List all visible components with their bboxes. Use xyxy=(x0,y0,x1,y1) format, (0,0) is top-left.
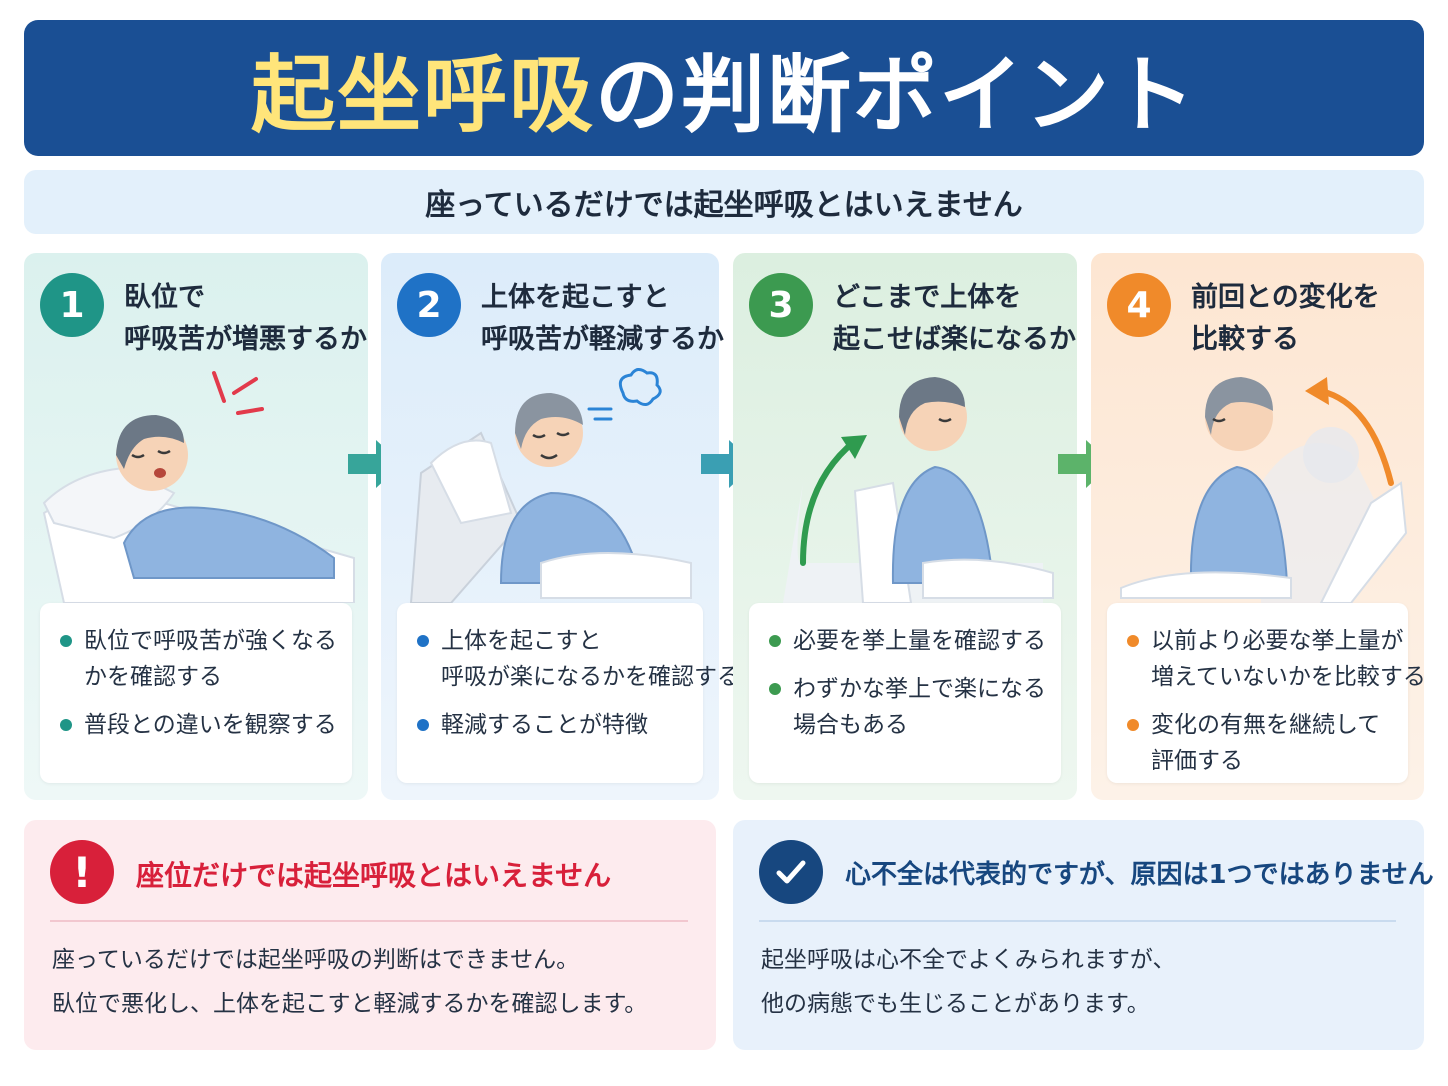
point-box: 上体を起こすと 呼吸が楽になるかを確認する 軽減することが特徴 xyxy=(397,603,740,783)
point-text: かを確認する xyxy=(84,664,222,690)
subtitle: 座っているだけでは起坐呼吸とはいえません xyxy=(425,188,1023,223)
point-text: 臥位で呼吸苦が強くなる xyxy=(84,628,337,654)
info-note: 心不全は代表的ですが、原因は1つではありません 起坐呼吸は心不全でよくみられます… xyxy=(733,820,1434,1050)
patient-reclining-illustration xyxy=(409,368,692,603)
point-text: 変化の有無を継続して xyxy=(1151,712,1381,738)
checkmark-glyph xyxy=(776,860,806,884)
step-title: 前回との変化を 比較する xyxy=(1191,277,1416,361)
point-box: 臥位で呼吸苦が強くなる かを確認する 普段との違いを観察する xyxy=(40,603,352,783)
step-title-line: 上体を起こすと xyxy=(481,282,670,313)
point-item: 上体を起こすと 呼吸が楽になるかを確認する xyxy=(415,623,740,695)
step-number-badge: 3 xyxy=(749,273,813,337)
point-text: 上体を起こすと xyxy=(441,628,602,654)
note-body-line: 起坐呼吸は心不全でよくみられますが、 xyxy=(761,947,1176,973)
step-title: どこまで上体を 起こせば楽になるか xyxy=(833,277,1076,361)
point-item: わずかな挙上で楽になる 場合もある xyxy=(767,671,1047,743)
checkmark-icon xyxy=(759,840,823,904)
step-title-line: 比較する xyxy=(1191,324,1299,355)
patient-lying-illustration xyxy=(42,371,355,603)
point-box: 以前より必要な挙上量が 増えていないかを比較する 変化の有無を継続して 評価する xyxy=(1107,603,1426,783)
note-body-line: 他の病態でも生じることがあります。 xyxy=(761,991,1150,1017)
step-number-badge: 2 xyxy=(397,273,461,337)
point-text: 評価する xyxy=(1151,748,1243,774)
step-card-4: 4 前回との変化を 比較する 以前より必要な挙上量が 増えていないかを比較する … xyxy=(1091,253,1426,800)
patient-sitting-illustration xyxy=(783,377,1054,603)
subtitle-bar: 座っているだけでは起坐呼吸とはいえません xyxy=(24,170,1424,234)
step-title-line: どこまで上体を xyxy=(833,282,1022,313)
note-body-line: 臥位で悪化し、上体を起こすと軽減するかを確認します。 xyxy=(52,991,648,1017)
step-title-line: 呼吸苦が増悪するか xyxy=(124,324,367,355)
point-text: 普段との違いを観察する xyxy=(84,712,337,738)
step-number-badge: 4 xyxy=(1107,273,1171,337)
point-text: わずかな挙上で楽になる xyxy=(793,676,1046,702)
step-card-1: 1 臥位で 呼吸苦が増悪するか 臥位で呼吸苦が強くなる かを確認する 普段との違… xyxy=(24,253,368,800)
note-body-line: 座っているだけでは起坐呼吸の判断はできません。 xyxy=(52,947,580,973)
title-banner: 起坐呼吸の判断ポイント xyxy=(24,20,1424,156)
step-number-badge: 1 xyxy=(40,273,104,337)
point-text: 増えていないかを比較する xyxy=(1151,664,1426,690)
patient-comparison-illustration xyxy=(1120,377,1408,603)
title-highlight: 起坐呼吸 xyxy=(250,45,595,144)
step-card-2: 2 上体を起こすと 呼吸苦が軽減するか 上体を起こすと 呼吸が楽になるかを確認す… xyxy=(381,253,740,800)
point-item: 変化の有無を継続して 評価する xyxy=(1125,707,1394,779)
point-text: 以前より必要な挙上量が xyxy=(1151,628,1404,654)
point-text: 呼吸が楽になるかを確認する xyxy=(441,664,740,690)
warning-note: ! 座位だけでは起坐呼吸とはいえません 座っているだけでは起坐呼吸の判断はできま… xyxy=(24,820,716,1050)
step-card-3: 3 どこまで上体を 起こせば楽になるか 必要を挙上量を確認する わずかな挙上で楽… xyxy=(733,253,1077,800)
warning-body: 座っているだけでは起坐呼吸の判断はできません。 臥位で悪化し、上体を起こすと軽減… xyxy=(52,938,706,1026)
info-title: 心不全は代表的ですが、原因は1つではありません xyxy=(845,860,1434,890)
step-title-line: 起こせば楽になるか xyxy=(833,324,1076,355)
info-body: 起坐呼吸は心不全でよくみられますが、 他の病態でも生じることがあります。 xyxy=(761,938,1414,1026)
exclamation-icon: ! xyxy=(50,840,114,904)
point-box: 必要を挙上量を確認する わずかな挙上で楽になる 場合もある xyxy=(749,603,1061,783)
step-title: 臥位で 呼吸苦が増悪するか xyxy=(124,277,367,361)
divider xyxy=(759,920,1396,922)
step-title-line: 臥位で xyxy=(124,282,205,313)
point-item: 以前より必要な挙上量が 増えていないかを比較する xyxy=(1125,623,1426,695)
warning-title: 座位だけでは起坐呼吸とはいえません xyxy=(136,859,612,892)
point-text: 場合もある xyxy=(793,712,908,738)
step-title: 上体を起こすと 呼吸苦が軽減するか xyxy=(481,277,724,361)
step-title-line: 前回との変化を xyxy=(1191,282,1380,313)
point-text: 必要を挙上量を確認する xyxy=(793,628,1046,654)
point-item: 必要を挙上量を確認する xyxy=(767,623,1047,659)
point-item: 臥位で呼吸苦が強くなる かを確認する xyxy=(58,623,338,695)
divider xyxy=(50,920,688,922)
point-item: 軽減することが特徴 xyxy=(415,707,689,743)
step-title-line: 呼吸苦が軽減するか xyxy=(481,324,724,355)
title-rest: の判断ポイント xyxy=(595,45,1198,144)
point-item: 普段との違いを観察する xyxy=(58,707,338,743)
point-text: 軽減することが特徴 xyxy=(441,712,648,738)
